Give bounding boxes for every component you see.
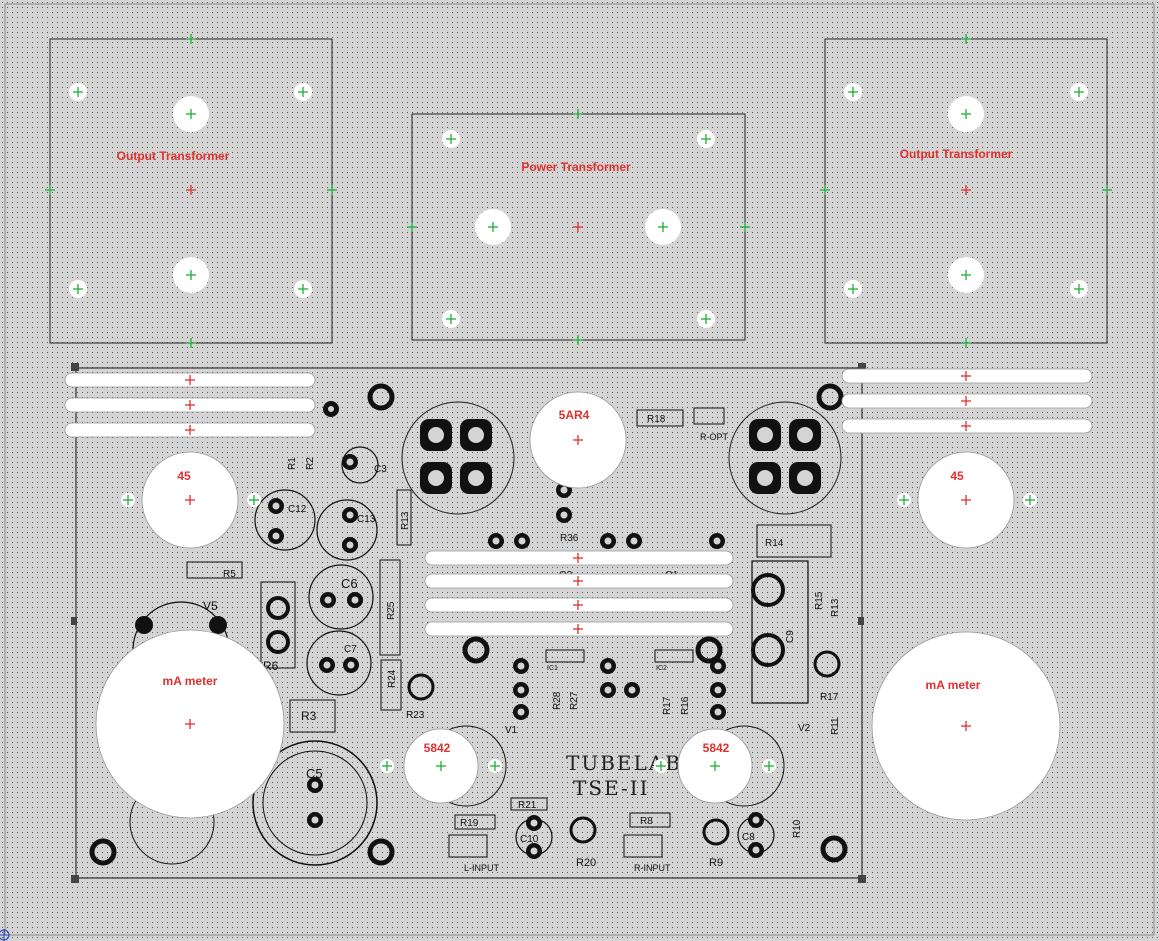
svg-text:R27: R27 xyxy=(569,691,580,710)
svg-text:C10: C10 xyxy=(520,834,539,845)
tube-hole-45-right[interactable]: 45 xyxy=(897,451,1037,549)
svg-text:V5: V5 xyxy=(203,599,218,613)
tube-hole-5842-left[interactable]: 5842 xyxy=(380,728,502,804)
svg-text:C5: C5 xyxy=(306,766,323,781)
connector-r-opt[interactable]: R-OPT xyxy=(693,407,729,442)
svg-text:R25: R25 xyxy=(386,601,397,620)
svg-text:45: 45 xyxy=(950,469,964,483)
svg-text:5842: 5842 xyxy=(424,741,451,755)
svg-text:R2: R2 xyxy=(305,457,316,470)
svg-text:R13: R13 xyxy=(400,511,411,530)
capacitor-c12[interactable]: C12 xyxy=(254,489,316,551)
svg-text:45: 45 xyxy=(177,469,191,483)
svg-text:R23: R23 xyxy=(406,710,425,721)
power-transformer-pads xyxy=(401,401,842,515)
svg-text:R1: R1 xyxy=(287,457,298,470)
svg-text:R19: R19 xyxy=(460,818,479,829)
svg-text:R10: R10 xyxy=(792,819,803,838)
capacitor-c3[interactable]: C3 xyxy=(341,446,387,484)
svg-text:R-OPT: R-OPT xyxy=(700,432,729,442)
svg-text:IC2: IC2 xyxy=(656,665,667,672)
capacitor-c5[interactable]: C5 xyxy=(252,740,378,866)
tube-hole-5842-right[interactable]: 5842 xyxy=(654,728,776,804)
svg-text:5AR4: 5AR4 xyxy=(559,408,590,422)
capacitor-c7[interactable]: C7 xyxy=(306,630,372,696)
output-transformer-left-label: Output Transformer xyxy=(117,149,230,163)
power-transformer-label: Power Transformer xyxy=(521,160,631,174)
ventilation-slots-right xyxy=(841,368,1093,434)
svg-text:R24: R24 xyxy=(387,669,398,688)
svg-text:C8: C8 xyxy=(742,832,755,843)
svg-text:R13: R13 xyxy=(830,598,841,617)
capacitor-c8[interactable]: C8 xyxy=(737,812,775,858)
power-transformer[interactable]: Power Transformer xyxy=(406,108,751,346)
resistors: R5 R6 R3 R25 R24 R23 R13 R18 R14 R15 R13… xyxy=(186,409,841,869)
connector-r-input[interactable]: R-INPUT xyxy=(623,834,671,873)
svg-text:5842: 5842 xyxy=(703,741,730,755)
meter-hole-left[interactable]: mA meter xyxy=(95,629,285,819)
svg-text:mA meter: mA meter xyxy=(163,674,218,688)
svg-text:C7: C7 xyxy=(344,644,357,655)
svg-text:C13: C13 xyxy=(357,514,376,525)
origin-marker-icon xyxy=(0,929,10,941)
svg-text:R17: R17 xyxy=(820,692,839,703)
svg-text:R14: R14 xyxy=(765,538,784,549)
svg-text:R18: R18 xyxy=(647,414,666,425)
trimmer-pots xyxy=(407,650,841,846)
svg-text:C6: C6 xyxy=(341,576,358,591)
svg-text:IC1: IC1 xyxy=(547,665,558,672)
svg-text:R28: R28 xyxy=(552,691,563,710)
svg-text:R36: R36 xyxy=(560,533,579,544)
svg-text:R15: R15 xyxy=(814,591,825,610)
svg-text:R8: R8 xyxy=(640,816,653,827)
ventilation-slots-left xyxy=(64,372,316,438)
model-text: TSE-II xyxy=(573,776,650,800)
output-transformer-right-label: Output Transformer xyxy=(900,147,1013,161)
svg-text:R16: R16 xyxy=(680,696,691,715)
svg-text:C3: C3 xyxy=(374,464,387,475)
svg-text:R5: R5 xyxy=(223,569,236,580)
capacitor-c9[interactable]: C9 xyxy=(751,560,809,704)
connector-l-input[interactable]: L-INPUT xyxy=(448,834,500,873)
svg-text:V2: V2 xyxy=(798,723,811,734)
output-transformer-left[interactable]: Output Transformer xyxy=(44,33,338,349)
svg-text:R9: R9 xyxy=(709,857,723,869)
board-mounting-holes xyxy=(89,383,848,866)
svg-text:R21: R21 xyxy=(518,800,537,811)
pcb-board[interactable] xyxy=(71,363,866,883)
capacitor-c6[interactable]: C6 xyxy=(308,564,374,630)
svg-text:V1: V1 xyxy=(505,725,518,736)
meter-hole-right[interactable]: mA meter xyxy=(871,631,1061,821)
capacitor-c13[interactable]: C13 xyxy=(316,499,378,561)
output-transformer-right[interactable]: Output Transformer xyxy=(819,33,1113,349)
sheet-border xyxy=(4,3,1155,936)
svg-text:C12: C12 xyxy=(288,504,307,515)
svg-text:R-INPUT: R-INPUT xyxy=(634,863,671,873)
ventilation-slots-center xyxy=(424,550,734,637)
tube-hole-45-left[interactable]: 45 xyxy=(121,451,261,549)
svg-text:R11: R11 xyxy=(830,717,841,735)
svg-text:R20: R20 xyxy=(576,857,596,869)
capacitor-c10[interactable]: C10 xyxy=(515,815,553,859)
svg-text:L-INPUT: L-INPUT xyxy=(464,863,500,873)
tube-hole-5ar4[interactable]: 5AR4 xyxy=(529,391,627,489)
svg-text:R3: R3 xyxy=(301,709,317,723)
svg-text:R17: R17 xyxy=(662,696,673,715)
svg-text:mA meter: mA meter xyxy=(926,678,981,692)
svg-text:C9: C9 xyxy=(785,630,796,643)
